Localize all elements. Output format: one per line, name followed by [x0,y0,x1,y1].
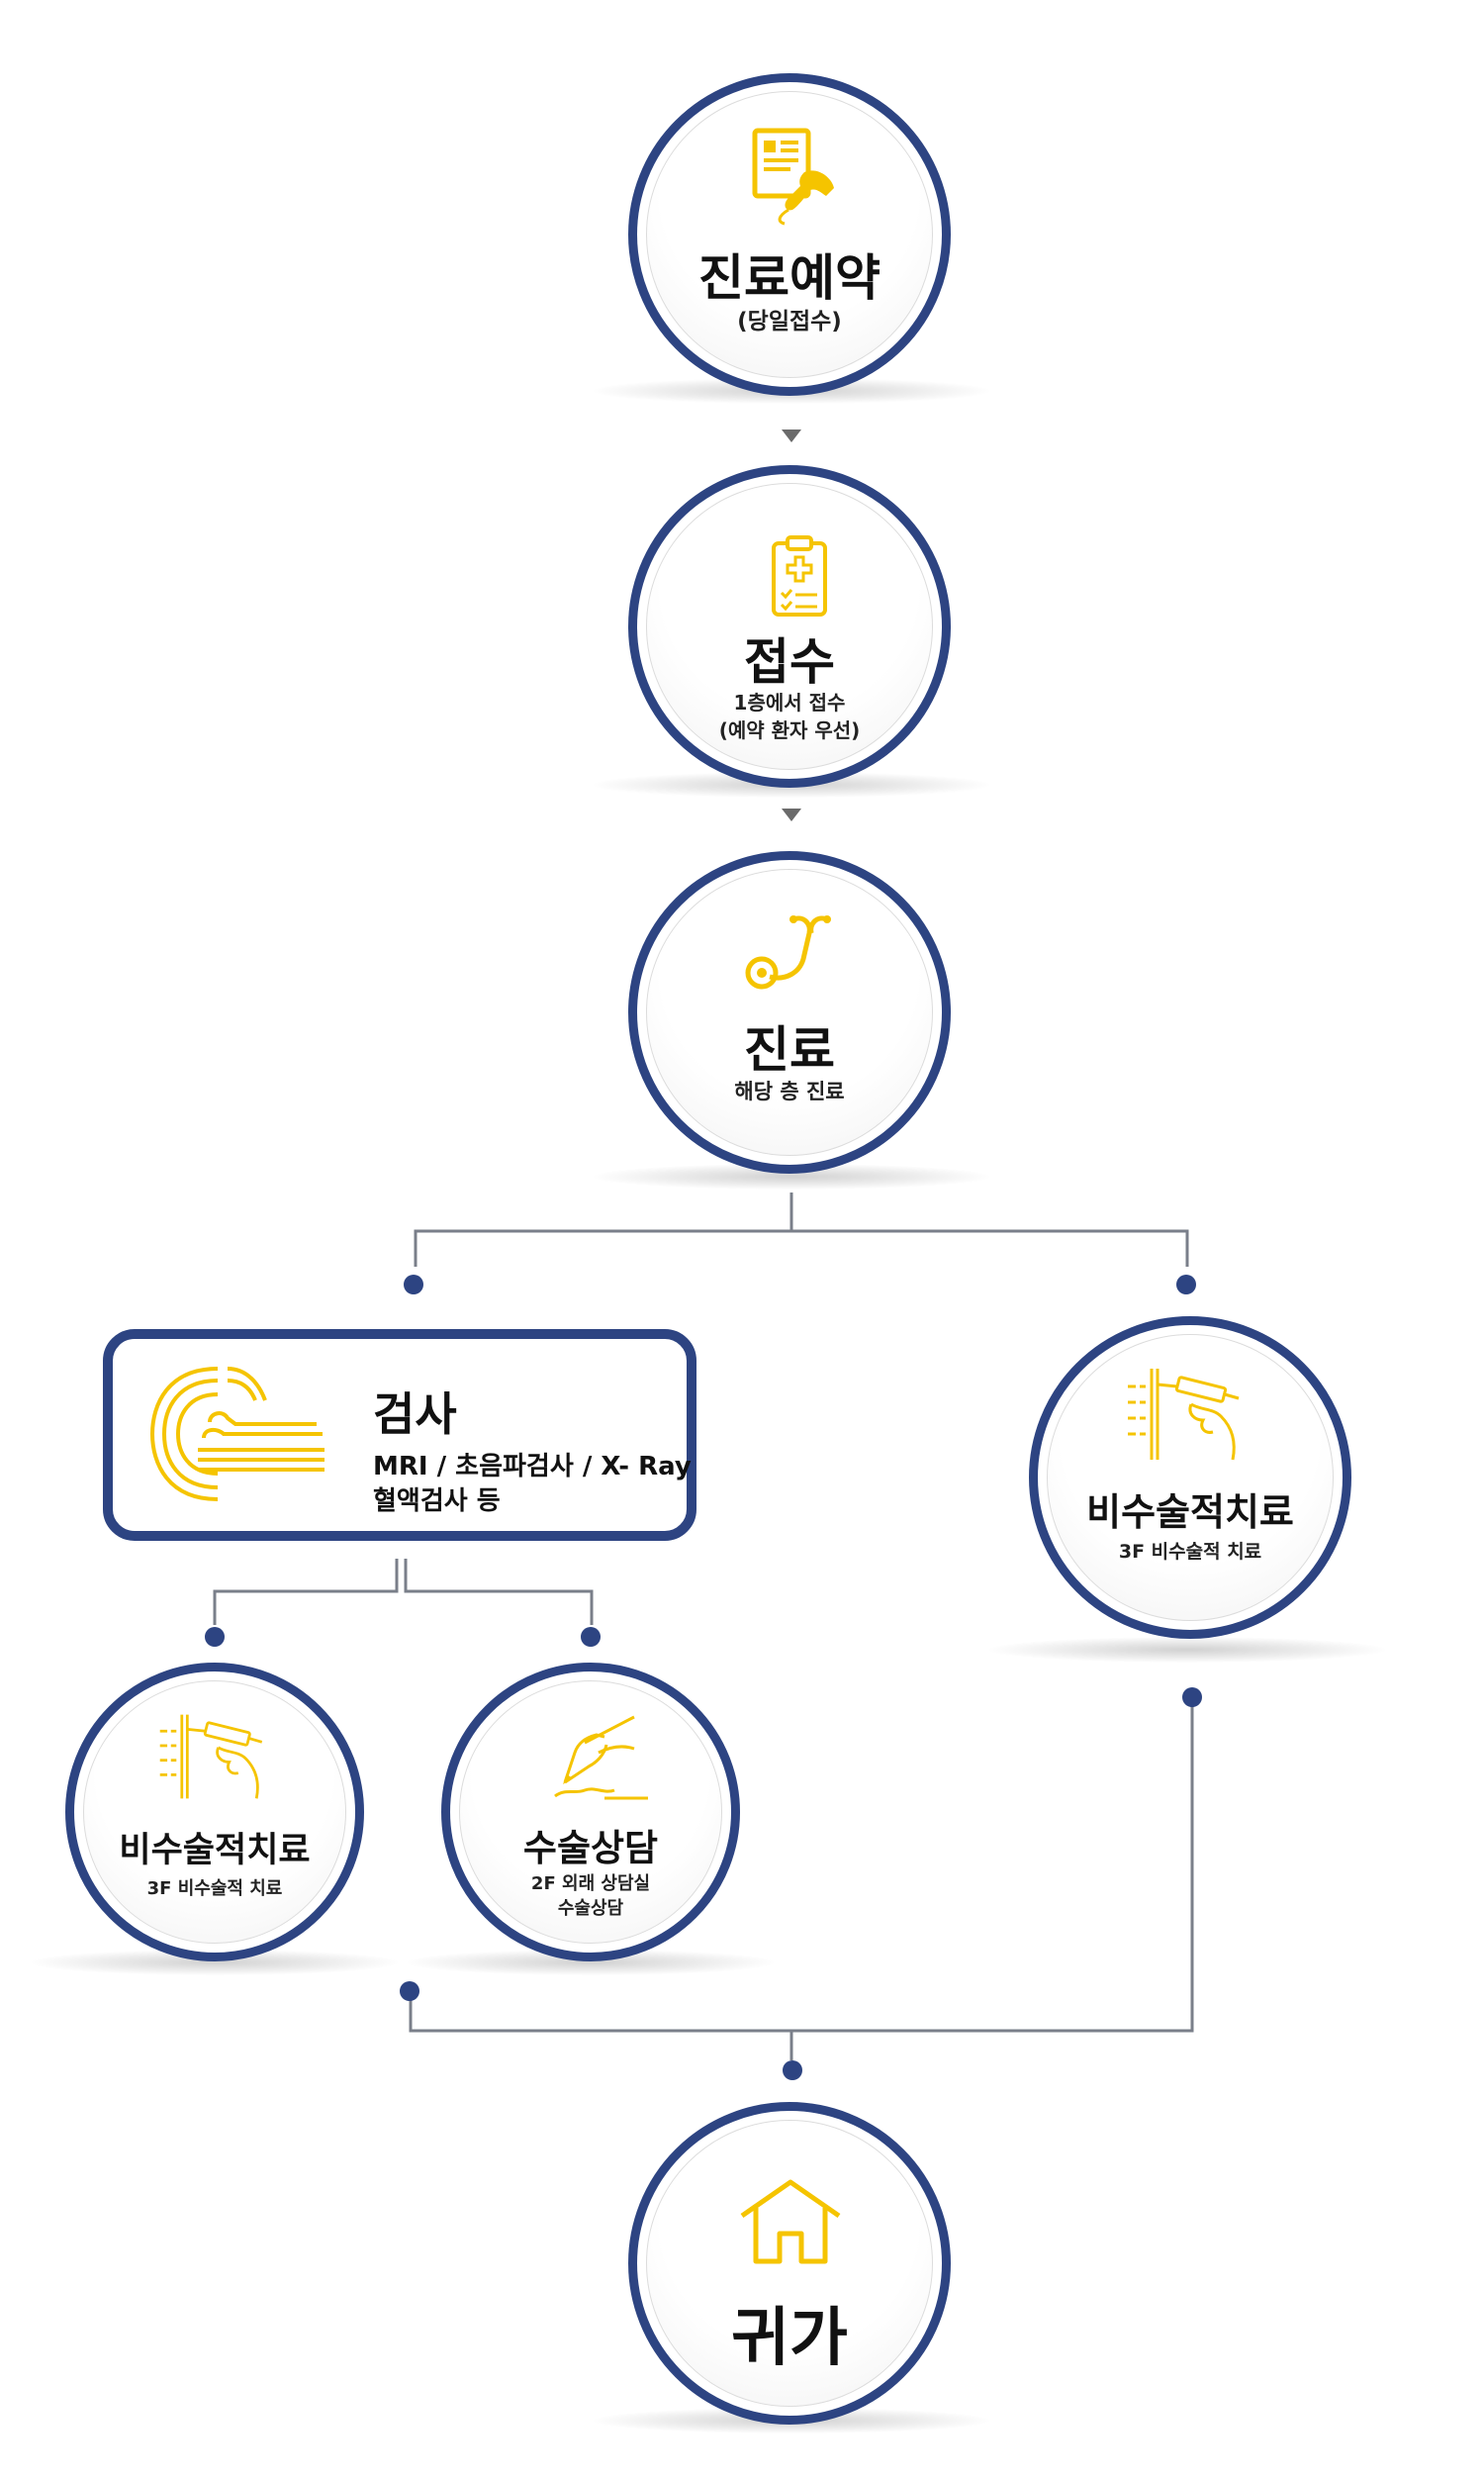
step-subtitle: 해당 층 진료 [734,1080,845,1103]
step-treatment: 진료 해당 층 진료 [628,851,951,1174]
pen-signature-icon [554,1715,648,1800]
connector-dot [205,1627,225,1647]
exam-subtitle-2: 혈액검사 등 [373,1486,501,1516]
step-title: 진료 [744,1021,835,1079]
step-title: 진료예약 [698,249,881,307]
step-home: 귀가 [628,2102,951,2425]
circle-shadow [989,1637,1385,1663]
connector-dot [783,2060,802,2080]
step-title: 귀가 [731,2302,848,2375]
clipboard-medical-icon [772,535,827,617]
step-title: 접수 [744,633,835,691]
step-subtitle: 3F 비수술적 치료 [146,1878,283,1899]
step-nonsurgical-left: 비수술적치료 3F 비수술적 치료 [65,1663,364,1961]
document-phone-icon [752,128,834,226]
branch-connector-top-right [791,1229,1189,1267]
step-subtitle: 2F 외래 상담실 [530,1873,651,1894]
step-title: 비수술적치료 [119,1831,311,1870]
connector-dot [404,1275,423,1294]
branch-connector-exam [213,1559,399,1625]
house-icon [740,2179,841,2264]
flow-arrow-1 [782,429,801,442]
connector-dot [1182,1687,1202,1707]
connector-dot [581,1627,601,1647]
step-title: 수술상담 [522,1827,659,1869]
connector-dot [400,1981,419,2001]
step-reservation: 진료예약 (당일접수) [628,73,951,396]
exam-subtitle: MRI / 초음파검사 / X- Ray [373,1452,692,1481]
step-subtitle: (당일접수) [737,309,842,334]
merge-connector [409,1697,1194,2033]
syringe-hand-icon [159,1714,263,1799]
exam-title: 검사 [373,1387,457,1441]
step-subtitle-2: (예약 환자 우선) [718,718,861,742]
step-consult: 수술상담 2F 외래 상담실 수술상담 [441,1663,740,1961]
step-exam: 검사 MRI / 초음파검사 / X- Ray 혈액검사 등 [103,1329,696,1541]
branch-connector-exam-right [404,1559,594,1625]
step-subtitle: 1층에서 접수 [733,691,846,715]
connector-dot [1176,1275,1196,1294]
syringe-hand-icon [1128,1369,1240,1461]
step-title: 비수술적치료 [1086,1490,1294,1534]
branch-connector-top [414,1193,793,1267]
step-reception: 접수 1층에서 접수 (예약 환자 우선) [628,465,951,788]
mri-scanner-icon [149,1367,325,1501]
stethoscope-icon [745,915,831,990]
flow-arrow-2 [782,809,801,821]
step-subtitle-2: 수술상담 [557,1898,624,1919]
step-nonsurgical-right: 비수술적치료 3F 비수술적 치료 [1029,1316,1351,1639]
step-subtitle: 3F 비수술적 치료 [1118,1541,1262,1563]
